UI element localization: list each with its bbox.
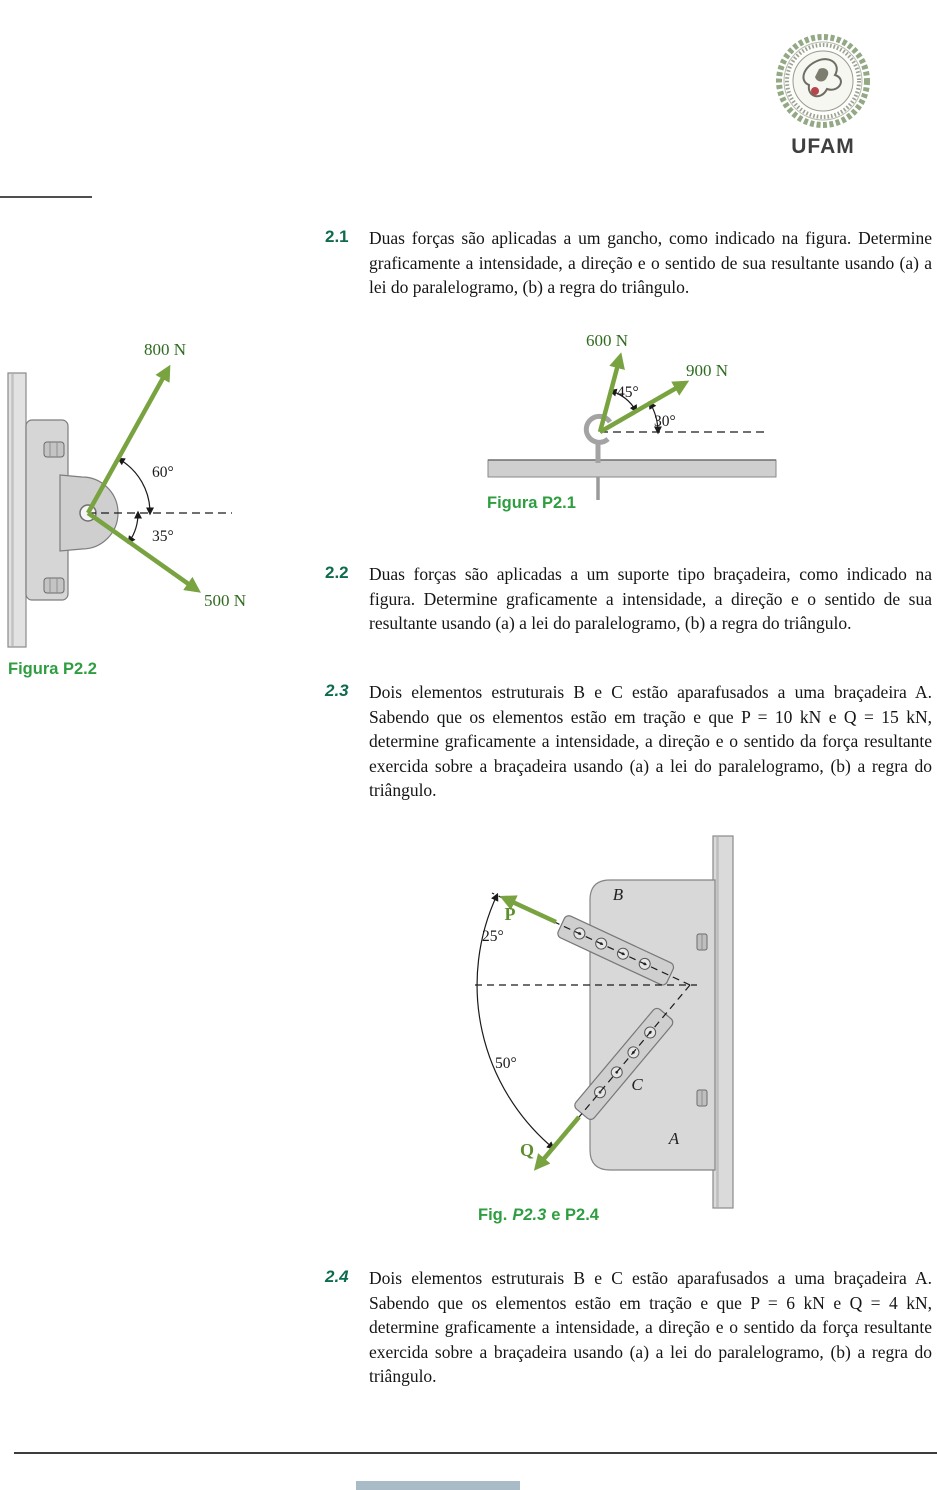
problem-2-3: 2.3 Dois elementos estruturais B e C est… <box>325 680 932 803</box>
angle-label-50: 50° <box>495 1055 517 1072</box>
member-label-c: C <box>631 1075 643 1094</box>
bolt-bottom <box>43 577 65 594</box>
force-arrow-p <box>499 895 557 925</box>
force-arrow-q <box>533 1115 581 1171</box>
angle-label-45: 45° <box>617 384 639 401</box>
angle-label-35: 35° <box>152 528 174 545</box>
angle-arc-25-50 <box>476 892 555 1150</box>
force-arrow-900n <box>598 380 690 434</box>
force-label-800n: 800 N <box>144 340 186 359</box>
force-arrow-600n <box>597 352 625 433</box>
figure-p2-2-caption: Figura P2.2 <box>8 660 97 678</box>
wall <box>7 372 27 648</box>
force-label-600n: 600 N <box>586 331 628 350</box>
problem-2-1: 2.1 Duas forças são aplicadas a um ganch… <box>325 226 932 300</box>
force-arrow-800n <box>86 364 171 515</box>
bolt-top <box>43 441 65 458</box>
problem-2-4-text: Dois elementos estruturais B e C estão a… <box>369 1268 932 1387</box>
ufam-logo-text: UFAM <box>791 135 855 158</box>
caption-fig-word: Fig. <box>478 1206 508 1224</box>
force-label-500n: 500 N <box>204 591 246 610</box>
problem-2-2-number: 2.2 <box>325 563 349 582</box>
angle-label-30: 30° <box>654 413 676 430</box>
force-arrow-500n <box>86 511 201 593</box>
problem-2-4-number: 2.4 <box>325 1267 349 1286</box>
force-label-p: P <box>505 904 516 924</box>
problem-2-1-text: Duas forças são aplicadas a um gancho, c… <box>369 228 932 298</box>
member-c-axis-dashed <box>573 984 691 1124</box>
bottom-rule <box>14 1452 937 1454</box>
ground-slab <box>487 459 777 478</box>
force-label-900n: 900 N <box>686 361 728 380</box>
ufam-seal-icon <box>776 34 870 128</box>
angle-arc-45 <box>608 388 638 414</box>
angle-label-60: 60° <box>152 464 174 481</box>
figure-p2-1-caption: Figura P2.1 <box>487 494 576 512</box>
plate-bolt-top <box>696 933 708 951</box>
figure-p2-3-4: P Q B C A 25° 50° <box>475 835 734 1209</box>
figure-p2-1: 600 N 900 N 45° 30° <box>487 331 777 500</box>
problem-2-2: 2.2 Duas forças são aplicadas a um supor… <box>325 562 932 636</box>
caption-fig-number: P2.3 <box>512 1206 547 1224</box>
angle-arc-60 <box>116 457 155 516</box>
margin-rule <box>0 196 92 198</box>
angle-arc-35 <box>127 510 143 544</box>
figure-p2-2: 800 N 500 N 60° 35° <box>7 340 246 648</box>
plate-label-a: A <box>668 1129 680 1148</box>
bottom-partial-element <box>356 1481 520 1490</box>
problem-2-1-number: 2.1 <box>325 227 349 246</box>
force-label-q: Q <box>520 1140 534 1160</box>
ufam-logo: UFAM <box>773 33 873 159</box>
wall <box>712 835 734 1209</box>
caption-fig-rest: e P2.4 <box>551 1206 599 1224</box>
angle-label-25: 25° <box>482 928 504 945</box>
problem-2-3-number: 2.3 <box>325 681 349 700</box>
problem-2-4: 2.4 Dois elementos estruturais B e C est… <box>325 1266 932 1389</box>
problem-2-2-text: Duas forças são aplicadas a um suporte t… <box>369 564 932 634</box>
member-label-b: B <box>613 885 624 904</box>
plate-bolt-bottom <box>696 1089 708 1107</box>
problem-2-3-text: Dois elementos estruturais B e C estão a… <box>369 682 932 801</box>
